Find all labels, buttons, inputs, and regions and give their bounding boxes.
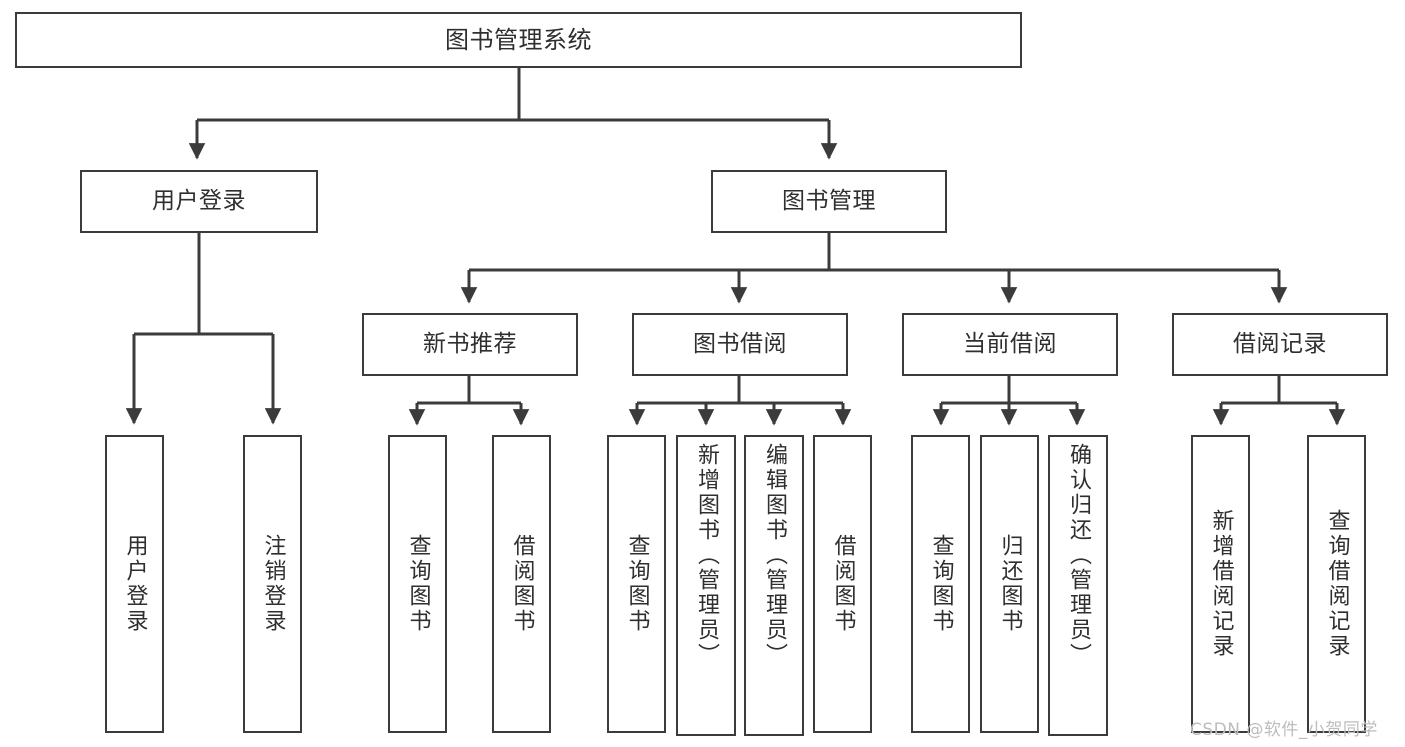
- leaf-new-book-borrow-label: 借阅图书: [509, 534, 535, 634]
- node-book-management-label: 图书管理: [782, 187, 876, 214]
- node-new-book-recommend[interactable]: 新书推荐: [362, 313, 578, 376]
- node-current-borrow-label: 当前借阅: [963, 330, 1057, 357]
- node-root-label: 图书管理系统: [445, 25, 592, 54]
- leaf-confirm-return-admin[interactable]: 确认归还（管理员）: [1048, 435, 1108, 736]
- csdn-watermark: CSDN @软件_小贺同学: [1190, 720, 1378, 740]
- leaf-return-book-label: 归还图书: [997, 534, 1023, 634]
- leaf-user-login[interactable]: 用户登录: [105, 435, 164, 733]
- node-book-management[interactable]: 图书管理: [711, 170, 947, 233]
- node-root[interactable]: 图书管理系统: [15, 12, 1022, 68]
- leaf-edit-book-admin[interactable]: 编辑图书（管理员）: [744, 435, 804, 736]
- leaf-borrow-book[interactable]: 借阅图书: [813, 435, 872, 733]
- leaf-add-borrow-record[interactable]: 新增借阅记录: [1191, 435, 1250, 733]
- leaf-query-borrow-record[interactable]: 查询借阅记录: [1307, 435, 1366, 733]
- leaf-new-book-query[interactable]: 查询图书: [388, 435, 447, 733]
- node-user-login-label: 用户登录: [152, 187, 246, 214]
- leaf-new-book-borrow[interactable]: 借阅图书: [492, 435, 551, 733]
- leaf-return-book[interactable]: 归还图书: [980, 435, 1039, 733]
- node-book-borrow[interactable]: 图书借阅: [632, 313, 848, 376]
- node-borrow-record-label: 借阅记录: [1233, 330, 1327, 357]
- leaf-current-query-book-label: 查询图书: [928, 534, 954, 634]
- leaf-borrow-query-book-label: 查询图书: [624, 534, 650, 634]
- leaf-confirm-return-admin-label: 确认归还（管理员）: [1065, 443, 1091, 668]
- leaf-logout[interactable]: 注销登录: [243, 435, 302, 733]
- node-book-borrow-label: 图书借阅: [693, 330, 787, 357]
- leaf-add-book-admin-label: 新增图书（管理员）: [693, 443, 719, 668]
- node-user-login[interactable]: 用户登录: [80, 170, 318, 233]
- node-borrow-record[interactable]: 借阅记录: [1172, 313, 1388, 376]
- leaf-user-login-label: 用户登录: [122, 534, 148, 634]
- leaf-add-borrow-record-label: 新增借阅记录: [1208, 509, 1234, 659]
- leaf-query-borrow-record-label: 查询借阅记录: [1324, 509, 1350, 659]
- node-current-borrow[interactable]: 当前借阅: [902, 313, 1118, 376]
- leaf-borrow-query-book[interactable]: 查询图书: [607, 435, 666, 733]
- node-new-book-recommend-label: 新书推荐: [423, 330, 517, 357]
- leaf-logout-label: 注销登录: [260, 534, 286, 634]
- leaf-borrow-book-label: 借阅图书: [830, 534, 856, 634]
- leaf-add-book-admin[interactable]: 新增图书（管理员）: [676, 435, 736, 736]
- leaf-edit-book-admin-label: 编辑图书（管理员）: [761, 443, 787, 668]
- leaf-current-query-book[interactable]: 查询图书: [911, 435, 970, 733]
- leaf-new-book-query-label: 查询图书: [405, 534, 431, 634]
